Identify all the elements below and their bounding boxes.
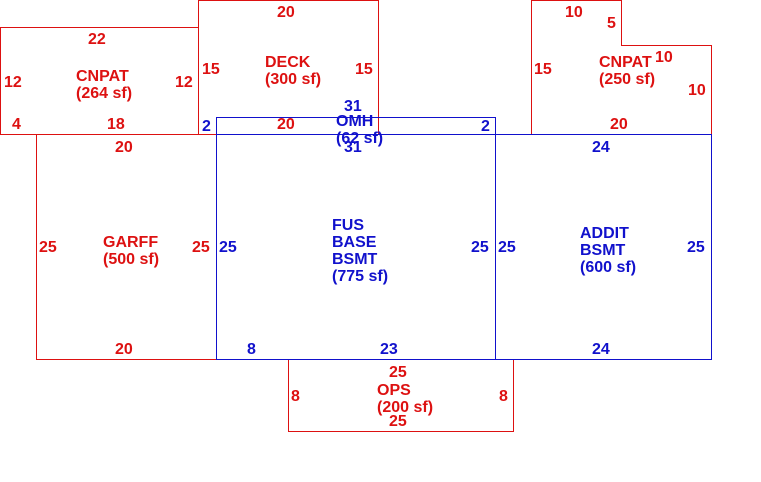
garff-dim-left: 25 xyxy=(39,239,57,256)
fus-base-dim-right: 25 xyxy=(471,239,489,256)
cnpat-left-name: CNPAT xyxy=(76,68,129,85)
addit-area: (600 sf) xyxy=(580,259,636,276)
garff-area: (500 sf) xyxy=(103,251,159,268)
garff-dim-top: 20 xyxy=(115,139,133,156)
deck-name: DECK xyxy=(265,54,311,71)
cnpat-right-dim-left: 15 xyxy=(534,61,552,78)
cnpat-left-dim-right: 12 xyxy=(175,74,193,91)
deck-dim-right: 15 xyxy=(355,61,373,78)
ops-area: (200 sf) xyxy=(377,399,433,416)
omh-name: OMH xyxy=(336,113,373,130)
addit-dim-left: 25 xyxy=(498,239,516,256)
addit-dim-bottom: 24 xyxy=(592,341,610,358)
cnpat-right-dim-right: 10 xyxy=(688,82,706,99)
garff-name: GARFF xyxy=(103,234,158,251)
cnpat-left-area: (264 sf) xyxy=(76,85,132,102)
fus-base-dim-bottom: 23 xyxy=(380,341,398,358)
omh-dim-bottom: 31 xyxy=(344,139,362,156)
ops-dim-bottom: 25 xyxy=(389,413,407,430)
cnpat-left-dim-bottom-left: 4 xyxy=(12,116,21,133)
deck-area: (300 sf) xyxy=(265,71,321,88)
ops-name: OPS xyxy=(377,382,411,399)
fus-base-area: (775 sf) xyxy=(332,268,388,285)
addit-outline xyxy=(495,134,712,360)
cnpat-right-name: CNPAT xyxy=(599,54,652,71)
ops-dim-right: 8 xyxy=(499,388,508,405)
cnpat-left-dim-left: 12 xyxy=(4,74,22,91)
garff-dim-right: 25 xyxy=(192,239,210,256)
addit-name-line-2: BSMT xyxy=(580,242,626,259)
cnpat-right-dim-bottom: 20 xyxy=(610,116,628,133)
omh-area: (62 sf) xyxy=(336,130,383,147)
ops-dim-top: 25 xyxy=(389,364,407,381)
omh-dim-left: 2 xyxy=(202,118,211,135)
ops-dim-left: 8 xyxy=(291,388,300,405)
garff-dim-bottom: 20 xyxy=(115,341,133,358)
cnpat-right-dim-top: 10 xyxy=(565,4,583,21)
cnpat-right-area: (250 sf) xyxy=(599,71,655,88)
omh-dim-top: 31 xyxy=(344,98,362,115)
fus-base-dim-left: 25 xyxy=(219,239,237,256)
cnpat-left-dim-top: 22 xyxy=(88,31,106,48)
fus-base-name-line-1: FUS xyxy=(332,217,364,234)
deck-dim-top: 20 xyxy=(277,4,295,21)
fus-base-name-line-2: BASE xyxy=(332,234,377,251)
addit-dim-right: 25 xyxy=(687,239,705,256)
fus-base-name-line-3: BSMT xyxy=(332,251,378,268)
cnpat-right-dim-notch: 5 xyxy=(607,15,616,32)
addit-dim-top: 24 xyxy=(592,139,610,156)
cnpat-right-dim-step: 10 xyxy=(655,49,673,66)
addit-name-line-1: ADDIT xyxy=(580,225,629,242)
deck-dim-left: 15 xyxy=(202,61,220,78)
cnpat-left-dim-bottom: 18 xyxy=(107,116,125,133)
fus-base-dim-bottom-left: 8 xyxy=(247,341,256,358)
deck-dim-bottom: 20 xyxy=(277,116,295,133)
omh-dim-right: 2 xyxy=(481,118,490,135)
